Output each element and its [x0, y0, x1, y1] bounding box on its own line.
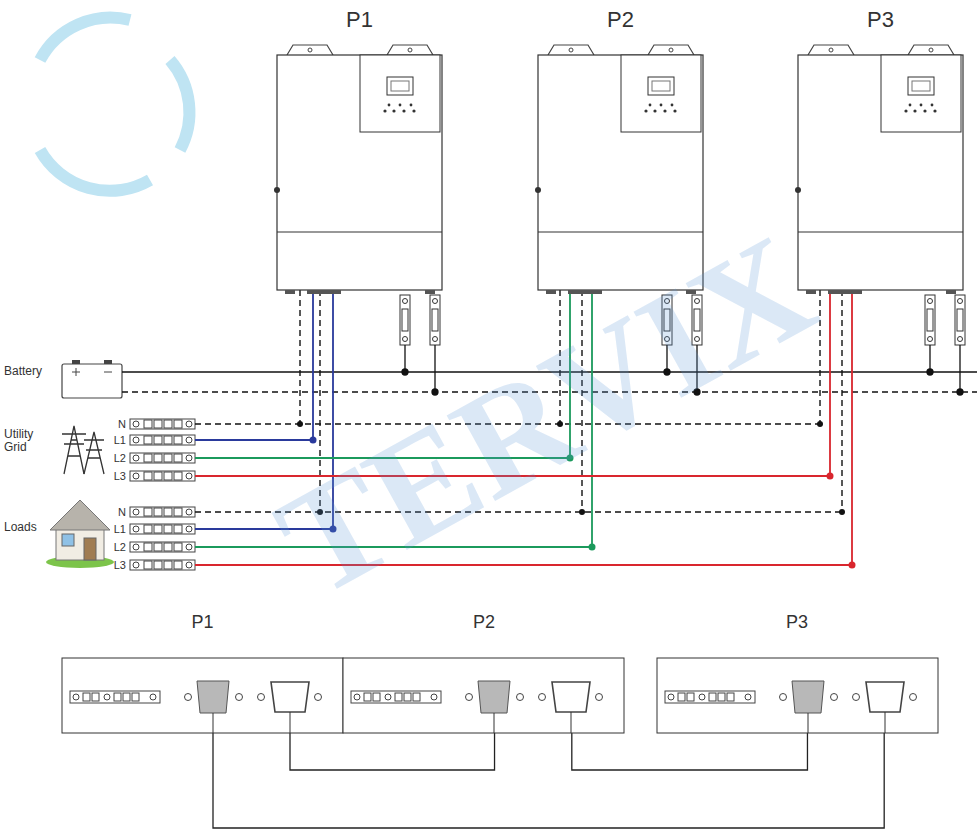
neutral-wire [195, 290, 842, 512]
terminal-label: L1 [100, 523, 126, 535]
terminal-block [130, 419, 195, 570]
unit-outline [343, 658, 625, 733]
terminal-label: L2 [100, 541, 126, 553]
house-icon [46, 500, 114, 568]
battery-drop [402, 345, 963, 395]
junction-dot [297, 421, 845, 515]
fuse [400, 295, 965, 345]
terminal-label: L2 [100, 452, 126, 464]
unit-label: P3 [778, 7, 977, 33]
port-panel: P2 [343, 658, 625, 733]
unit-label: P2 [323, 612, 645, 633]
port-panel: P1 [62, 658, 343, 733]
terminal-label: N [100, 418, 126, 430]
unit-label: P3 [637, 612, 957, 633]
unit-outline [657, 658, 937, 733]
phase-wire [195, 290, 852, 565]
parallel-cable [290, 733, 495, 770]
unit-label: P2 [518, 7, 723, 33]
terminal-label: L3 [100, 470, 126, 482]
unit-label: P1 [257, 7, 462, 33]
battery-label: Battery [4, 365, 58, 378]
inverter-unit: P1 [277, 55, 442, 290]
port-panel: P3 [657, 658, 937, 733]
inverter-unit: P3 [798, 55, 963, 290]
junction-dot [310, 437, 856, 569]
loads-label: Loads [4, 521, 48, 534]
unit-outline [538, 55, 703, 290]
parallel-cable [213, 733, 884, 828]
unit-outline [798, 55, 963, 290]
grid-label: Utility Grid [4, 428, 54, 454]
inverter-unit: P2 [538, 55, 703, 290]
unit-label: P1 [42, 612, 363, 633]
unit-outline [277, 55, 442, 290]
battery-icon [62, 360, 122, 398]
battery-bus [122, 372, 977, 392]
terminal-label: N [100, 506, 126, 518]
terminal-label: L3 [100, 559, 126, 571]
unit-outline [62, 658, 343, 733]
parallel-cable [572, 733, 808, 770]
terminal-label: L1 [100, 434, 126, 446]
pylon-icon [62, 426, 104, 474]
